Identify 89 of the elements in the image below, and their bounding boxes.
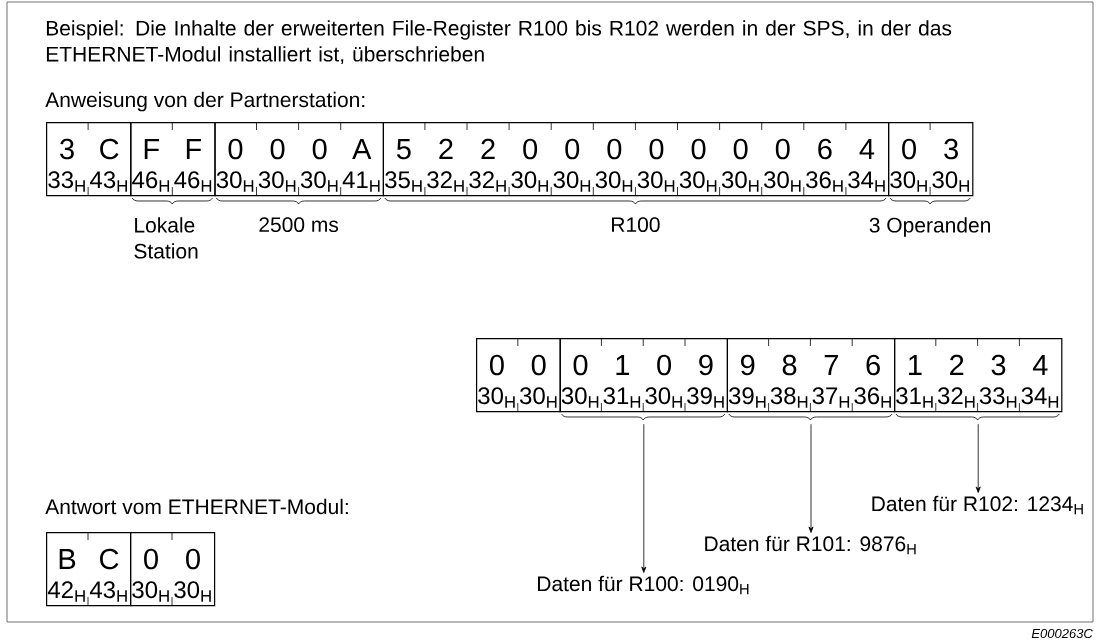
node-label: 41$_{H}$ xyxy=(342,171,380,192)
node-label: 3 xyxy=(991,354,1006,376)
node-label: 0 xyxy=(607,138,622,160)
node-label: 33$_{H}$ xyxy=(979,387,1017,408)
node-label: F xyxy=(144,139,159,159)
node-label: 0 xyxy=(733,138,748,160)
node-label: 0 xyxy=(902,138,916,160)
field-box: 3 33$_{H}$ C 43$_{H}$ xyxy=(46,121,132,197)
arrow xyxy=(975,423,981,493)
node-label: 34$_{H}$ xyxy=(1021,387,1059,408)
node-label: 30$_{H}$ xyxy=(679,171,717,192)
node-label: 30$_{H}$ xyxy=(553,171,591,192)
field-label: Lokale Station xyxy=(134,217,198,259)
node-label: 30$_{H}$ xyxy=(300,171,338,192)
node-label: 30$_{H}$ xyxy=(645,387,682,408)
field-box: 9 39$_{H}$ 8 38$_{H}$ 7 37$_{H}$ 6 36$_{H}$ xyxy=(726,337,896,413)
node-label: 9 xyxy=(741,354,755,376)
node-label: 0 xyxy=(649,138,664,160)
node-label: 0 xyxy=(691,138,706,160)
field-label: R100 xyxy=(612,217,660,233)
field-box: 5 35$_{H}$ 2 32$_{H}$ 2 32$_{H}$ 0 30$_{H}$ 0 30$_{H}$ 0 30$_{H}$ 0 30$_{H}$ 0 30$_{H}$ 0 30$_{H}$ 0 30$_{H}$ 6 36$_{H}$ 4 34$_{H}$ xyxy=(382,121,890,197)
field-box: 1 31$_{H}$ 2 32$_{H}$ 3 33$_{H}$ 4 34$_{H}$ xyxy=(894,337,1063,413)
node-label: 0 xyxy=(573,354,588,376)
node-label: 6 xyxy=(866,354,880,376)
node-label: 39$_{H}$ xyxy=(687,387,724,408)
data-text: Daten für R102: 1234$_{H}$ xyxy=(872,495,1083,515)
node-label: 32$_{H}$ xyxy=(937,387,975,408)
node-label: 46$_{H}$ xyxy=(174,171,212,192)
node-label: 31$_{H}$ xyxy=(896,387,933,408)
node-label: 38$_{H}$ xyxy=(770,387,808,408)
node-label: 34$_{H}$ xyxy=(848,171,885,192)
node-label: 2 xyxy=(950,354,964,375)
node-label: 0 xyxy=(565,138,580,160)
node-label: 37$_{H}$ xyxy=(812,387,850,408)
note-text: Beispiel: Die Inhalte der erweiterten File-Register R100 bis R102 werden in der SPS, in der das ETHERNET-Modul installiert ist, überschrieben xyxy=(46,20,952,65)
node-label: 2 xyxy=(481,138,495,159)
node-label: 30$_{H}$ xyxy=(637,171,675,192)
node-label: 0 xyxy=(657,354,672,376)
field-box: 0 30$_{H}$ 1 31$_{H}$ 0 30$_{H}$ 9 39$_{H}$ xyxy=(559,337,728,413)
node-label: 2 xyxy=(439,138,453,159)
node-label: 1 xyxy=(909,355,922,375)
data-text: Daten für R101: 9876$_{H}$ xyxy=(705,535,916,555)
figure-code: E000263C xyxy=(1031,628,1093,639)
node-label: 30$_{H}$ xyxy=(216,171,254,192)
node-label: 35$_{H}$ xyxy=(385,171,422,192)
section-heading: Antwort vom ETHERNET-Modul: xyxy=(45,498,348,515)
arrow xyxy=(808,423,814,533)
node-label: 0 xyxy=(775,138,790,160)
node-label: 0 xyxy=(270,138,285,160)
node-label: A xyxy=(352,139,372,159)
node-label: 0 xyxy=(228,138,243,160)
node-label: 30$_{H}$ xyxy=(932,171,969,192)
node-label: 6 xyxy=(818,138,832,160)
section-heading: Anweisung von der Partnerstation: xyxy=(45,91,365,112)
node-label: 8 xyxy=(782,354,797,376)
node-label: 5 xyxy=(396,139,411,160)
node-label: 4 xyxy=(859,139,875,159)
node-label: 7 xyxy=(824,355,838,375)
node-label: 30$_{H}$ xyxy=(595,171,633,192)
node-label: F xyxy=(186,139,202,159)
node-label: 31$_{H}$ xyxy=(603,387,641,408)
node-label: 9 xyxy=(699,354,713,376)
field-box: 0 30$_{H}$ 0 30$_{H}$ xyxy=(130,531,216,607)
field-box: B 42$_{H}$ C 43$_{H}$ xyxy=(46,531,132,607)
node-label: 30$_{H}$ xyxy=(258,171,296,192)
data-text: Daten für R100: 0190$_{H}$ xyxy=(538,575,749,595)
field-box: 0 30$_{H}$ 0 30$_{H}$ 0 30$_{H}$ A 41$_{H}$ xyxy=(214,121,384,197)
node-label: 30$_{H}$ xyxy=(561,387,599,408)
node-label: 36$_{H}$ xyxy=(806,171,843,192)
node-label: 30$_{H}$ xyxy=(511,171,548,192)
arrow xyxy=(641,423,647,573)
node-label: 32$_{H}$ xyxy=(469,171,506,192)
node-label: 1 xyxy=(616,355,629,375)
field-box: 0 30$_{H}$ 3 30$_{H}$ xyxy=(888,121,974,197)
node-label: 30$_{H}$ xyxy=(721,171,759,192)
node-label: 0 xyxy=(312,138,327,160)
node-label: 30$_{H}$ xyxy=(764,171,801,192)
field-label: 2500 ms xyxy=(259,217,339,233)
node-label: 3 xyxy=(944,138,958,160)
node-label: 39$_{H}$ xyxy=(728,387,766,408)
node-label: 46$_{H}$ xyxy=(132,171,170,192)
node-label: 4 xyxy=(1032,355,1048,375)
node-label: 32$_{H}$ xyxy=(427,171,464,192)
field-box: F 46$_{H}$ F 46$_{H}$ xyxy=(130,121,216,197)
node-label: 36$_{H}$ xyxy=(854,387,891,408)
field-label: 3 Operanden xyxy=(869,217,990,237)
field-box: 0 30$_{H}$ 0 30$_{H}$ xyxy=(476,337,561,413)
node-label: 0 xyxy=(523,138,538,160)
node-label: 30$_{H}$ xyxy=(890,171,927,192)
